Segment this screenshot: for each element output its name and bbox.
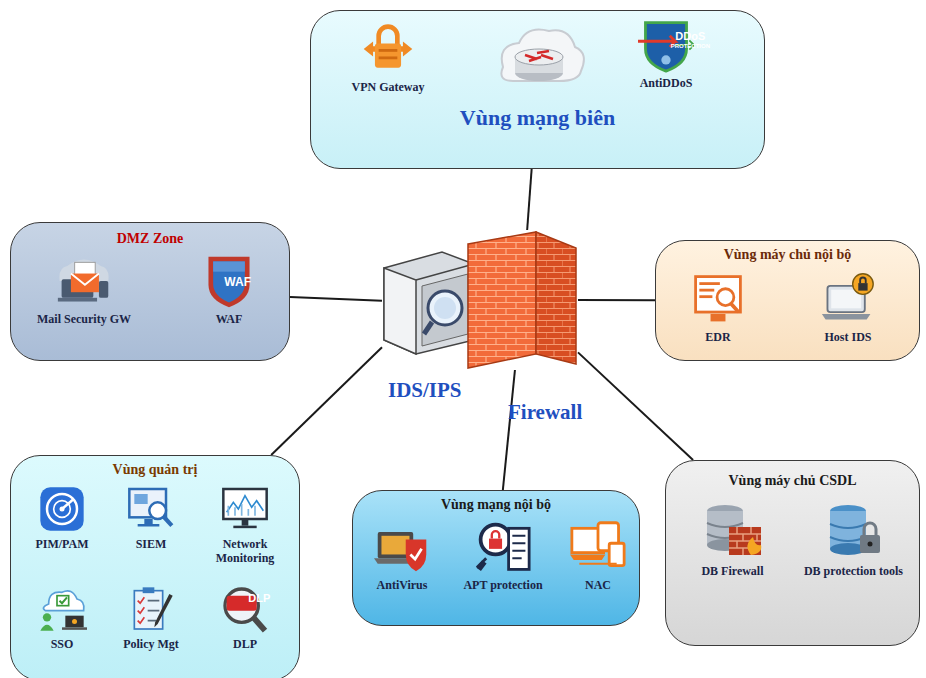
tool-label: EDR: [678, 330, 758, 344]
tool-label: AntiDDoS: [611, 76, 721, 90]
antivirus-icon: [374, 519, 430, 575]
ids-icon: [382, 250, 474, 355]
tool-label: Host IDS: [798, 330, 898, 344]
network-zone: Vùng quản trịPIM/PAM SIEM Network Monitori…: [10, 455, 300, 678]
network-link: [271, 347, 382, 455]
icon-text: PROTECTION: [671, 43, 710, 49]
device-label: Firewall: [508, 400, 582, 425]
security-tool: DB Firewall: [680, 501, 785, 578]
network-zone: Vùng máy chủ CSDL DB Firewall DB protectio…: [665, 460, 920, 646]
security-tool: PIM/PAM: [17, 484, 107, 551]
dbfw-icon: [703, 501, 763, 561]
network-zone: Vùng máy chủ nội bộ EDR Host IDS: [655, 240, 920, 361]
security-tool: Network Monitoring: [195, 484, 295, 565]
network-link: [578, 299, 655, 301]
lock-icon: [360, 21, 416, 77]
network-zone: DMZ ZoneMail Security GW WAF WAF: [10, 222, 290, 361]
zone-heading: Vùng máy chủ nội bộ: [656, 247, 919, 263]
icon-text: DDoS: [675, 30, 705, 42]
tool-label: DB protection tools: [796, 564, 911, 578]
network-link: [578, 352, 693, 460]
hostids-icon: [820, 271, 876, 327]
network-zone: Vùng mạng nội bộ AntiVirusAPT protectionN…: [352, 490, 640, 626]
fw-icon: [466, 230, 578, 370]
tool-label: Mail Security GW: [19, 312, 149, 326]
security-tool: Policy Mgt: [111, 584, 191, 651]
tool-label: NAC: [559, 578, 637, 592]
network-link: [503, 370, 515, 490]
edr-icon: [690, 271, 746, 327]
security-tool: Host IDS: [798, 271, 898, 344]
zone-heading: Vùng quản trị: [11, 462, 299, 478]
tool-label: DB Firewall: [680, 564, 785, 578]
zone-heading: Vùng mạng biên: [311, 105, 764, 131]
tool-label: SIEM: [111, 537, 191, 551]
device-label: IDS/IPS: [388, 378, 462, 403]
security-tool: AntiVirus: [357, 519, 447, 592]
pim-icon: [37, 484, 87, 534]
network-link: [527, 169, 531, 230]
security-tool: APT protection: [447, 519, 559, 592]
tool-label: APT protection: [447, 578, 559, 592]
security-tool: DDoSPROTECTION AntiDDoS: [611, 17, 721, 90]
dbtools-icon: [824, 501, 884, 561]
tool-label: Network Monitoring: [195, 537, 295, 565]
security-tool: SSO: [17, 584, 107, 651]
tool-label: VPN Gateway: [333, 80, 443, 94]
mail-icon: [56, 253, 112, 309]
monitor-icon: [220, 484, 270, 534]
zone-heading: Vùng mạng nội bộ: [353, 497, 639, 513]
security-tool: VPN Gateway: [333, 21, 443, 94]
security-tool: SIEM: [111, 484, 191, 551]
security-tool: Mail Security GW: [19, 253, 149, 326]
network-link: [290, 297, 382, 301]
tool-label: Policy Mgt: [111, 637, 191, 651]
tool-label: SSO: [17, 637, 107, 651]
security-tool: DB protection tools: [796, 501, 911, 578]
network-zone: Vùng mạng biên VPN Gateway DDoSPROTECTION A…: [310, 10, 765, 169]
policy-icon: [126, 584, 176, 634]
apt-icon: [475, 519, 531, 575]
siem-icon: [126, 484, 176, 534]
nac-icon: [570, 519, 626, 575]
sso-icon: [37, 584, 87, 634]
ids-device: IDS/IPS: [382, 250, 474, 355]
zone-heading: DMZ Zone: [11, 231, 289, 247]
firewall-device: Firewall: [466, 230, 578, 370]
icon-text: DLP: [248, 592, 270, 604]
security-tool: DLP DLP: [195, 584, 295, 651]
zone-heading: Vùng máy chủ CSDL: [666, 473, 919, 489]
icon-text: WAF: [224, 275, 251, 289]
tool-label: AntiVirus: [357, 578, 447, 592]
router-icon: [489, 21, 589, 101]
tool-label: WAF: [189, 312, 269, 326]
security-tool: NAC: [559, 519, 637, 592]
security-tool: EDR: [678, 271, 758, 344]
tool-label: PIM/PAM: [17, 537, 107, 551]
tool-label: DLP: [195, 637, 295, 651]
security-tool: WAF WAF: [189, 253, 269, 326]
